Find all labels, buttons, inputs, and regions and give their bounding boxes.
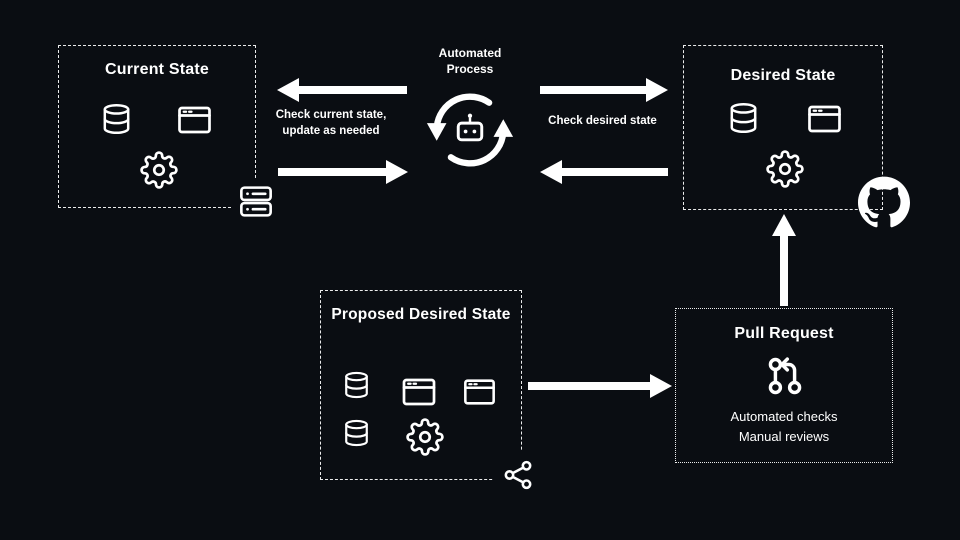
- proposed-desired-state-title: Proposed Desired State: [331, 306, 511, 323]
- database-icon: [727, 99, 760, 137]
- browser-window-icon: [459, 375, 500, 409]
- pull-request-title: Pull Request: [734, 325, 834, 342]
- server-badge: [233, 179, 279, 223]
- current-state-box: Current State: [58, 45, 256, 208]
- gear-icon: [140, 151, 178, 189]
- automated-process-label: Automated Process: [438, 46, 502, 76]
- current-state-title: Current State: [105, 61, 209, 78]
- pull-request-box: Pull Request Automated checks Manual rev…: [675, 308, 893, 463]
- browser-window-icon: [172, 102, 217, 138]
- edge-label-check-current: Check current state, update as needed: [275, 109, 387, 138]
- arrow-to-current-state: [277, 78, 407, 102]
- browser-window-icon: [397, 374, 441, 410]
- pull-request-check-manual: Manual reviews: [738, 429, 830, 445]
- arrow-from-current-state: [278, 160, 408, 184]
- robot-icon: [456, 113, 484, 142]
- arrow-proposed-to-pull-request: [528, 374, 672, 398]
- sync-loop-icon: [426, 93, 514, 167]
- proposed-desired-state-box: Proposed Desired State: [320, 290, 522, 480]
- server-icon: [237, 183, 275, 220]
- database-icon: [342, 367, 371, 403]
- gear-icon: [406, 418, 444, 456]
- database-icon: [100, 100, 133, 138]
- database-icon: [342, 415, 371, 451]
- git-branch-badge: [494, 451, 542, 499]
- desired-state-box: Desired State: [683, 45, 883, 210]
- pull-request-check-automated: Automated checks: [730, 409, 838, 424]
- desired-state-title: Desired State: [730, 67, 836, 84]
- git-pull-request-icon: [762, 353, 808, 399]
- arrow-pull-request-to-desired: [772, 214, 796, 306]
- edge-label-check-desired: Check desired state: [548, 115, 657, 127]
- gear-icon: [766, 150, 804, 188]
- browser-window-icon: [802, 101, 847, 137]
- git-branch-icon: [501, 458, 535, 492]
- github-icon: [858, 176, 910, 228]
- arrow-from-desired-state: [540, 160, 668, 184]
- arrow-to-desired-state: [540, 78, 668, 102]
